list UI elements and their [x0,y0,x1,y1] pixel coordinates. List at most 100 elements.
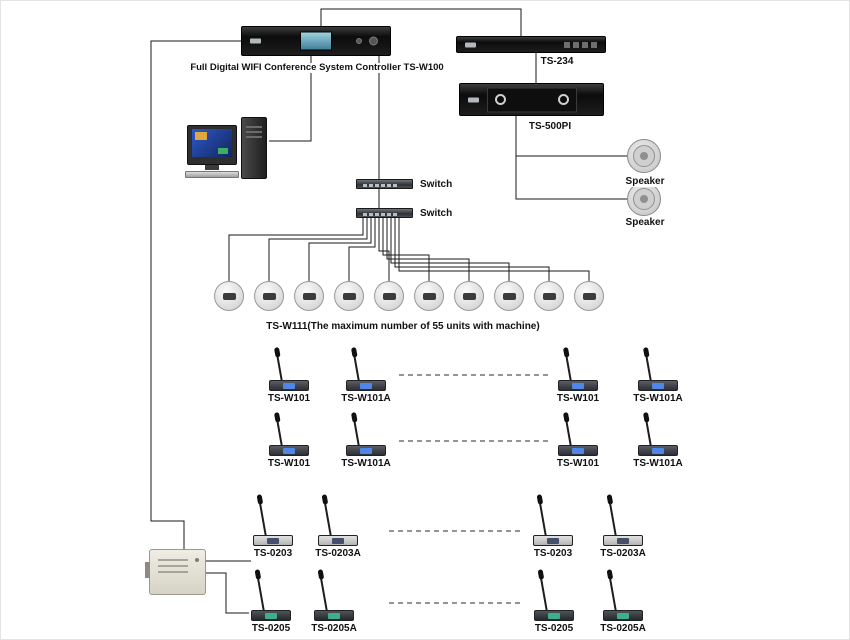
ceiling-unit-icon [414,281,444,311]
gooseneck-mic-icon [350,412,360,448]
mic-unit [556,412,600,456]
itc-logo [250,38,261,44]
mic-base [533,535,573,546]
mic-screen [283,382,295,389]
mic-screen [652,382,664,389]
gooseneck-mic-icon [321,494,332,538]
mic-unit [251,494,295,546]
mic-unit [312,569,356,621]
controller-knob [356,38,362,44]
mic-base [269,445,309,456]
mic-label: TS-0205 [532,623,576,634]
device-text-lines [158,559,188,561]
mic-base [314,610,354,621]
mic-unit [267,412,311,456]
mic-label: TS-W101A [339,393,393,404]
power-connector [145,562,150,578]
mic-screen [617,612,629,619]
unit-center-bar [342,292,356,300]
speaker-label: Speaker [623,217,667,228]
mic-unit [532,569,576,621]
mic-label: TS-0203 [251,548,295,559]
speaker-label: Speaker [623,176,667,187]
conference-controller-device [241,26,391,56]
mic-label: TS-0203 [531,548,575,559]
speaker-icon [627,182,661,216]
ts500pi-amplifier-device [459,83,604,116]
mic-screen [548,612,560,619]
mic-screen [267,537,279,544]
mic-base [253,535,293,546]
monitor-screen [192,129,232,157]
gooseneck-mic-icon [606,494,617,538]
speaker-cone [633,145,655,167]
vu-meter-icon [494,94,506,105]
unit-center-bar [422,292,436,300]
mic-unit [531,494,575,546]
mic-label: TS-W101 [265,393,313,404]
gooseneck-mic-icon [642,412,652,448]
mic-unit [601,494,645,546]
speaker-dustcap [640,195,648,203]
ceiling-unit-icon [214,281,244,311]
ts234-label: TS-234 [538,56,576,67]
ceiling-unit-icon [374,281,404,311]
mic-label: TS-W101A [339,458,393,469]
gooseneck-mic-icon [537,569,548,613]
mic-base [251,610,291,621]
mic-unit [556,347,600,391]
mic-base [269,380,309,391]
unit-center-bar [542,292,556,300]
unit-center-bar [222,292,236,300]
unit-center-bar [262,292,276,300]
mic-label: TS-0203A [313,548,363,559]
mic-unit [316,494,360,546]
switch-label: Switch [418,208,455,219]
mic-base [638,380,678,391]
mic-screen [265,612,277,619]
mic-base [603,610,643,621]
screen-window [195,132,207,140]
mic-screen [332,537,344,544]
power-led [195,558,199,562]
mic-unit [636,412,680,456]
unit-center-bar [502,292,516,300]
mic-unit [344,347,388,391]
gooseneck-mic-icon [606,569,617,613]
controller-screen [300,31,332,51]
rack-ports [564,41,597,48]
mic-screen [283,447,295,454]
gooseneck-mic-icon [536,494,547,538]
monitor-stand [205,165,219,170]
gooseneck-mic-icon [350,347,360,383]
mic-base [318,535,358,546]
mic-label: TS-0205A [598,623,648,634]
computer-tower-icon [241,117,267,179]
mic-label: TS-W101 [554,393,602,404]
ceiling-unit-icon [334,281,364,311]
gooseneck-mic-icon [562,412,572,448]
mic-screen [572,447,584,454]
mic-base [603,535,643,546]
gooseneck-mic-icon [256,494,267,538]
mic-base [638,445,678,456]
mic-screen [360,447,372,454]
mic-screen [328,612,340,619]
monitor-icon [187,125,237,165]
itc-logo [468,97,479,102]
ceiling-unit-icon [534,281,564,311]
unit-center-bar [462,292,476,300]
mic-base [558,380,598,391]
gooseneck-mic-icon [642,347,652,383]
mic-label: TS-0203A [598,548,648,559]
computer-workstation [185,117,275,183]
mic-base [346,380,386,391]
mic-base [534,610,574,621]
mic-label: TS-0205A [309,623,359,634]
ceiling-unit-icon [294,281,324,311]
mic-label: TS-0205 [249,623,293,634]
mic-screen [617,537,629,544]
speaker-cone [633,188,655,210]
